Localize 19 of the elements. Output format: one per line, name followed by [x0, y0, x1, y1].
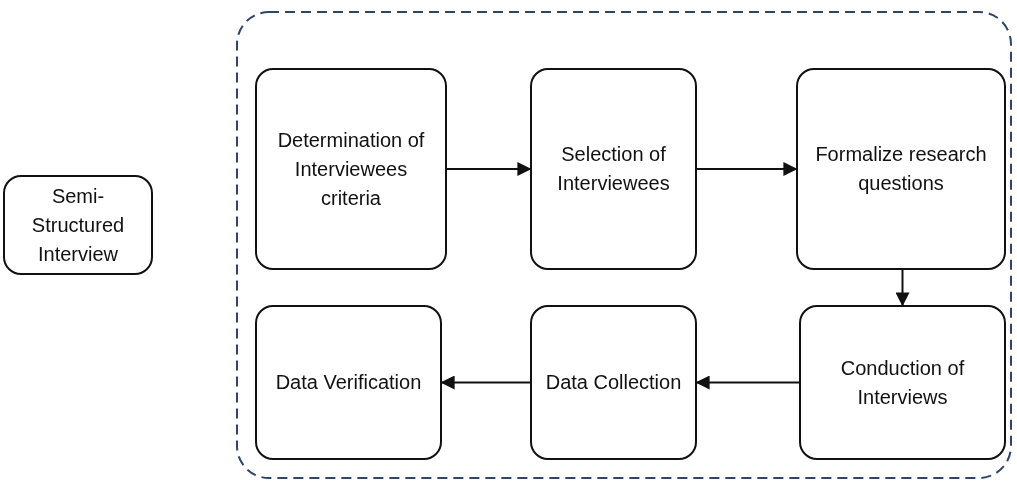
process-box: [530, 305, 697, 460]
arrow: [440, 375, 531, 390]
box-label: Semi-Structured Interview: [30, 183, 126, 267]
process-box: [255, 68, 447, 270]
box-label: Determination of Interviewees criteria: [276, 127, 426, 211]
box-label: Formalize research questions: [814, 142, 988, 196]
process-box: [3, 175, 153, 275]
process-box: [799, 305, 1006, 460]
box-label: Conduction of Interviews: [839, 355, 966, 410]
box-label: Selection of Interviewees: [556, 142, 671, 196]
arrow: [895, 269, 910, 307]
process-box: [530, 68, 697, 270]
process-box: [796, 68, 1006, 270]
process-box: [255, 305, 442, 460]
arrow: [446, 162, 532, 176]
box-label: Data Verification: [274, 370, 423, 395]
arrow: [695, 375, 800, 390]
arrow: [696, 162, 798, 176]
box-label: Data Collection: [544, 370, 683, 395]
